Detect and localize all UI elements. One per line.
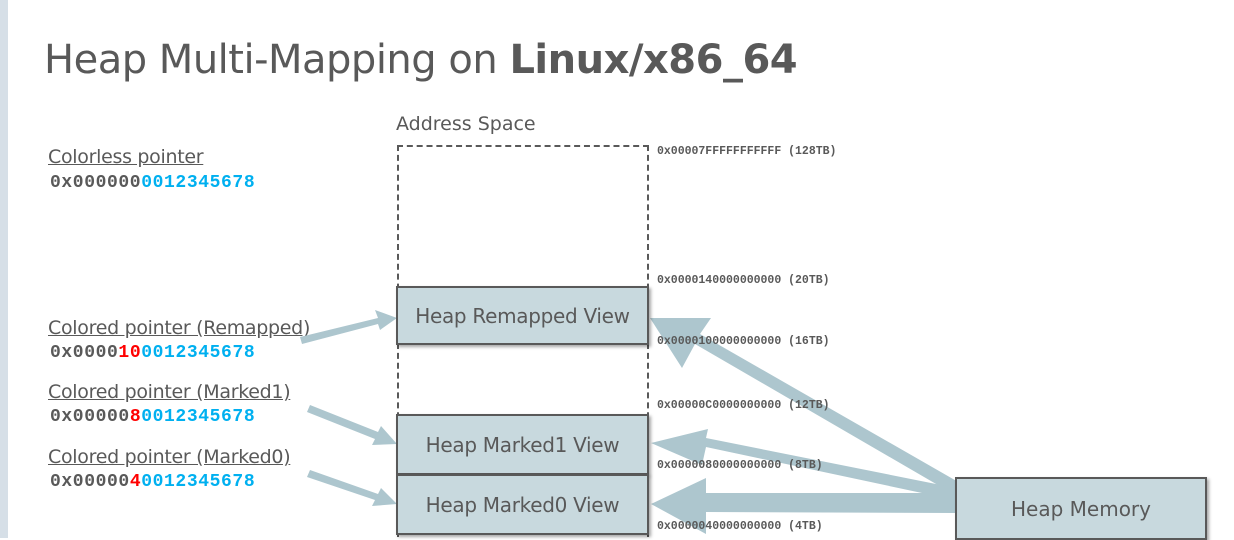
pointer-label-marked0: Colored pointer (Marked0) bbox=[48, 446, 291, 468]
slide-title: Heap Multi-Mapping on Linux/x86_64 bbox=[44, 34, 798, 86]
arrow-heap-to-marked1 bbox=[651, 429, 956, 500]
arrow-marked0-pointer bbox=[307, 470, 397, 506]
pointer-label-remapped: Colored pointer (Remapped) bbox=[48, 317, 311, 339]
arrow-heap-to-marked0 bbox=[651, 478, 955, 534]
address-space-label: Address Space bbox=[396, 113, 536, 135]
pointer-value-remapped: 0x0000100012345678 bbox=[50, 343, 256, 363]
heap-remapped-view: Heap Remapped View bbox=[396, 286, 649, 345]
address-mark-16tb: 0x0000100000000000 (16TB) bbox=[657, 335, 830, 348]
heap-memory-box: Heap Memory bbox=[955, 477, 1207, 540]
arrow-marked1-pointer bbox=[307, 405, 397, 445]
address-mark-128tb: 0x00007FFFFFFFFFFF (128TB) bbox=[657, 145, 837, 158]
arrow-heap-to-remapped bbox=[650, 318, 960, 495]
slide-left-bar bbox=[0, 0, 8, 538]
heap-marked1-view: Heap Marked1 View bbox=[396, 414, 649, 475]
pointer-label-colorless: Colorless pointer bbox=[48, 146, 204, 168]
address-mark-12tb: 0x00000C0000000000 (12TB) bbox=[657, 399, 830, 412]
pointer-value-colorless: 0x0000000012345678 bbox=[50, 173, 256, 193]
address-mark-4tb: 0x0000040000000000 (4TB) bbox=[657, 520, 823, 533]
address-mark-8tb: 0x0000080000000000 (8TB) bbox=[657, 459, 823, 472]
heap-marked0-view: Heap Marked0 View bbox=[396, 474, 649, 535]
pointer-label-marked1: Colored pointer (Marked1) bbox=[48, 381, 291, 403]
arrow-remapped-pointer bbox=[300, 310, 397, 344]
pointer-value-marked1: 0x0000080012345678 bbox=[50, 407, 256, 427]
title-regular: Heap Multi-Mapping on bbox=[44, 37, 510, 83]
address-mark-20tb: 0x0000140000000000 (20TB) bbox=[657, 274, 830, 287]
title-bold: Linux/x86_64 bbox=[509, 37, 798, 83]
pointer-value-marked0: 0x0000040012345678 bbox=[50, 472, 256, 492]
